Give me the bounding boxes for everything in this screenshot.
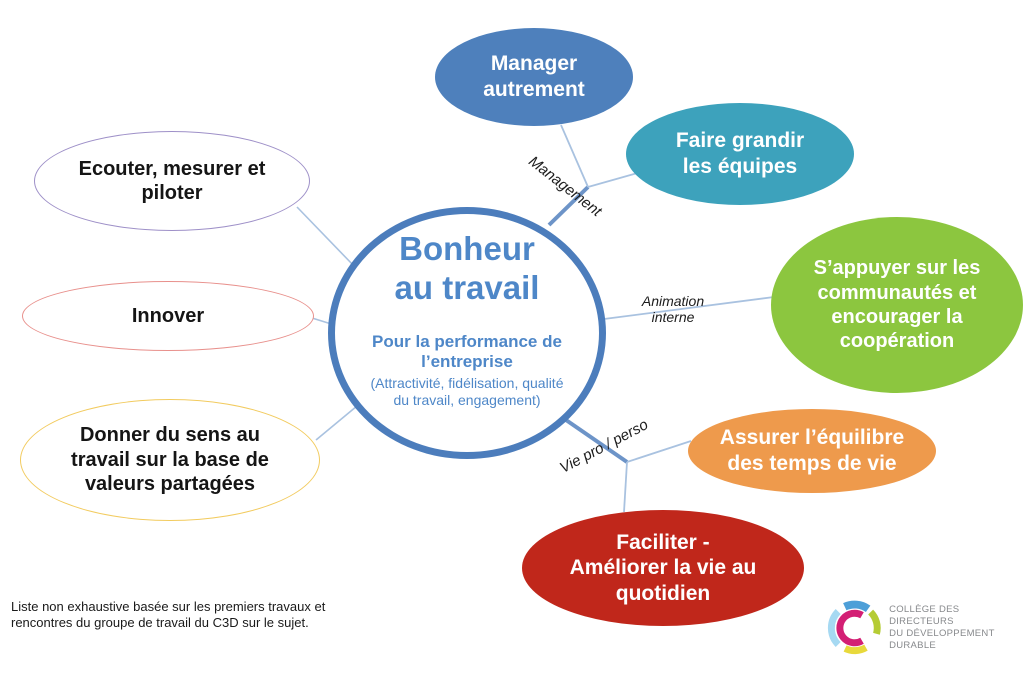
node-ecouter-mesurer: Ecouter, mesurer et piloter xyxy=(34,131,310,231)
node-communautes: S’appuyer sur les communautés et encoura… xyxy=(771,217,1023,393)
connector-commun xyxy=(603,296,775,320)
node-manager-autrement: Manager autrement xyxy=(435,28,633,126)
connector-equilibre xyxy=(626,440,692,463)
node-faire-grandir: Faire grandir les équipes xyxy=(626,103,854,205)
central-topic-subtitle: Pour la performance de l’entreprise xyxy=(372,331,562,372)
connector-vie-trunk xyxy=(564,418,629,464)
node-faciliter: Faciliter - Améliorer la vie au quotidie… xyxy=(522,510,804,626)
connector-faciliter xyxy=(623,461,628,513)
c3d-logo-text: COLLÈGE DES DIRECTEURS DU DÉVELOPPEMENT … xyxy=(889,604,995,651)
connector-equipes xyxy=(587,171,642,188)
connector-manager xyxy=(560,124,589,188)
connector-sens xyxy=(315,405,358,441)
c3d-logo: COLLÈGE DES DIRECTEURS DU DÉVELOPPEMENT … xyxy=(826,592,1024,664)
connector-management-trunk xyxy=(547,185,590,227)
branch-label-animation-interne: Animation interne xyxy=(641,293,705,326)
central-topic-note: (Attractivité, fidélisation, qualité du … xyxy=(370,374,564,409)
node-innover: Innover xyxy=(22,281,314,351)
node-donner-du-sens: Donner du sens au travail sur la base de… xyxy=(20,399,320,521)
connector-ecouter xyxy=(296,206,355,267)
central-topic-title: Bonheur au travail xyxy=(394,230,540,306)
footnote: Liste non exhaustive basée sur les premi… xyxy=(11,599,326,630)
c3d-logo-icon xyxy=(827,600,881,655)
node-equilibre-temps: Assurer l’équilibre des temps de vie xyxy=(688,409,936,493)
central-topic: Bonheur au travail Pour la performance d… xyxy=(328,207,606,459)
